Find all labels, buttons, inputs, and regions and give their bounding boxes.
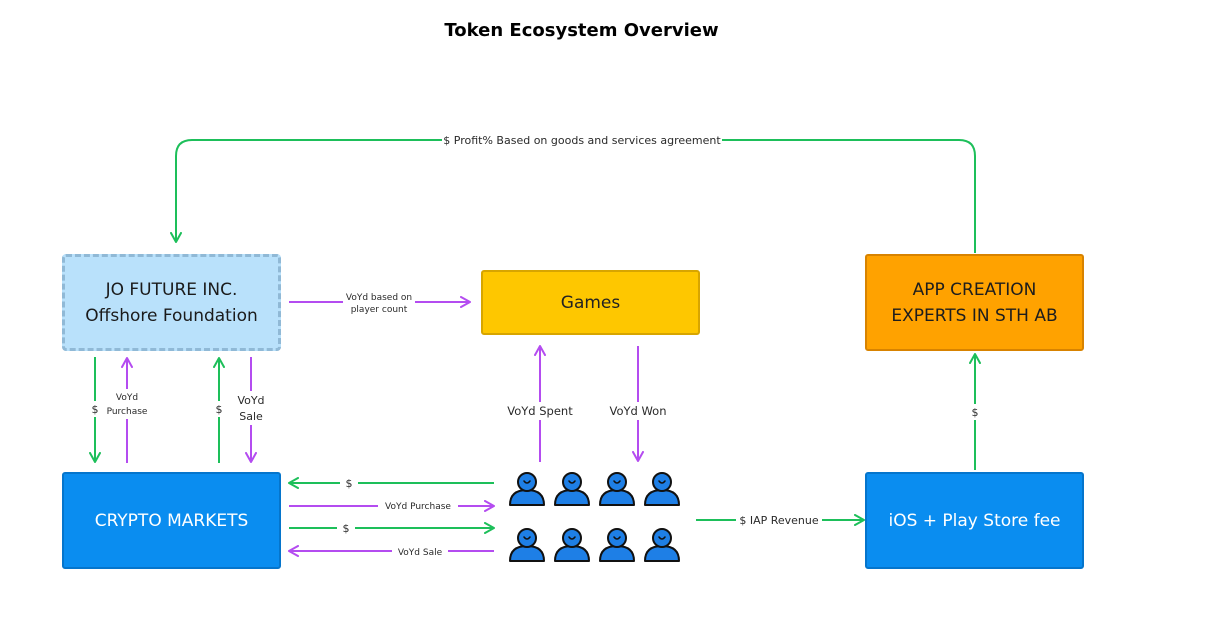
crypto-markets-node: CRYPTO MARKETS	[62, 472, 281, 569]
profit-label: $ Profit% Based on goods and services ag…	[443, 134, 721, 147]
person-icon	[509, 472, 545, 506]
jo-to-crypto-dollar-label: $	[92, 403, 99, 416]
app-creation-label: APP CREATION EXPERTS IN STH AB	[891, 279, 1058, 326]
games-label: Games	[560, 292, 621, 313]
diagram-title: Token Ecosystem Overview	[444, 20, 719, 41]
person-icon	[554, 528, 590, 562]
profit-arrow	[170, 139, 976, 253]
ios-play-store-node: iOS + Play Store fee	[865, 472, 1084, 569]
voyd-player-count-label-1: VoYd based on	[346, 293, 412, 303]
ios-to-app-dollar-label: $	[972, 406, 979, 419]
crypto-to-jo-dollar-label: $	[216, 403, 223, 416]
person-icon	[509, 528, 545, 562]
crypto-to-jo-voyd-purchase-label-2: Purchase	[107, 407, 148, 417]
crypto-to-players-voyd-purchase-label: VoYd Purchase	[385, 502, 451, 512]
person-icon	[644, 472, 680, 506]
person-icon	[599, 472, 635, 506]
voyd-won-label: VoYd Won	[609, 404, 666, 418]
crypto-to-players-dollar-label: $	[343, 522, 350, 535]
app-creation-node: APP CREATION EXPERTS IN STH AB	[865, 254, 1084, 351]
games-node: Games	[481, 270, 700, 335]
person-icon	[644, 528, 680, 562]
crypto-markets-label: CRYPTO MARKETS	[94, 510, 249, 531]
players-to-crypto-dollar-label: $	[346, 477, 353, 490]
ios-play-store-label: iOS + Play Store fee	[888, 510, 1061, 531]
players-to-crypto-voyd-sale-label: VoYd Sale	[398, 548, 443, 558]
jo-to-crypto-voyd-sale-label-1: VoYd	[237, 394, 264, 407]
voyd-player-count-label-2: player count	[351, 305, 408, 315]
voyd-spent-label: VoYd Spent	[507, 404, 573, 418]
crypto-to-jo-voyd-purchase-label-1: VoYd	[116, 393, 138, 403]
person-icon	[599, 528, 635, 562]
iap-revenue-label: $ IAP Revenue	[739, 514, 819, 527]
jo-to-crypto-voyd-sale-label-2: Sale	[239, 410, 263, 423]
players-group	[509, 472, 680, 562]
person-icon	[554, 472, 590, 506]
jo-future-node: JO FUTURE INC. Offshore Foundation	[62, 254, 281, 351]
jo-future-label: JO FUTURE INC. Offshore Foundation	[85, 279, 258, 326]
